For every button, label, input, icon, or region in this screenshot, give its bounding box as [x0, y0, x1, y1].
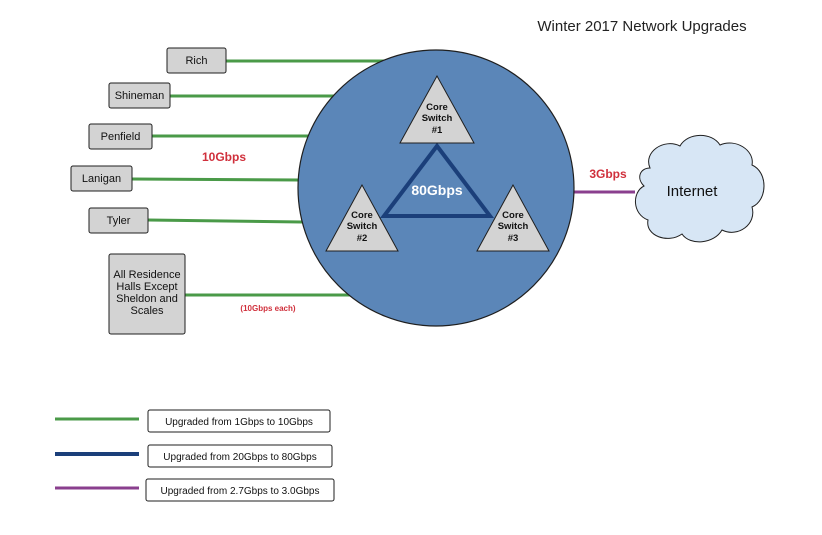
core-switch-1-line1: Core [426, 102, 448, 113]
building-node-rich: Rich [166, 47, 227, 74]
building-node-lanigan-box [70, 165, 133, 192]
legend-box-purple [145, 478, 335, 502]
legend-label-blue: Upgraded from 20Gbps to 80Gbps [163, 452, 316, 463]
residence-halls-box [108, 253, 186, 335]
link-lanigan [131, 177, 301, 182]
building-label-penfield: Penfield [101, 131, 141, 143]
core-switch-3: Core Switch #3 [476, 183, 550, 252]
core-switch-2-line1: Core [351, 210, 373, 221]
legend: Upgraded from 1Gbps to 10Gbps Upgraded f… [55, 409, 335, 502]
legend-item-green: Upgraded from 1Gbps to 10Gbps [55, 409, 331, 433]
building-node-tyler-box [88, 207, 149, 234]
residence-halls-line2: Halls Except [116, 281, 177, 293]
building-label-rich: Rich [185, 55, 207, 67]
core-switch-3-line3: #3 [508, 233, 519, 244]
legend-box-blue [147, 444, 333, 468]
internet-label: Internet [667, 183, 719, 200]
legend-label-purple: Upgraded from 2.7Gbps to 3.0Gbps [161, 486, 320, 497]
residence-halls-line4: Scales [130, 305, 164, 317]
cloud-shape [635, 134, 765, 243]
building-label-lanigan: Lanigan [82, 173, 121, 185]
internet-cloud: Internet [635, 134, 765, 243]
campus-speed-label: 10Gbps [202, 150, 246, 164]
core-switch-3-line1: Core [502, 210, 524, 221]
core-switch-2-line3: #2 [357, 233, 368, 244]
core-switch-1: Core Switch #1 [399, 74, 475, 144]
core-switch-1-line3: #1 [432, 125, 443, 136]
building-node-shineman: Shineman [108, 82, 171, 109]
core-switch-2-line2: Switch [347, 221, 378, 232]
core-switch-1-line2: Switch [422, 113, 453, 124]
building-node-tyler: Tyler [88, 207, 149, 234]
core-switch-2: Core Switch #2 [325, 183, 399, 252]
legend-item-blue: Upgraded from 20Gbps to 80Gbps [55, 444, 333, 468]
core-switch-3-line2: Switch [498, 221, 529, 232]
legend-box-green [147, 409, 331, 433]
building-node-rich-box [166, 47, 227, 74]
core-switch-2-shape [325, 183, 399, 252]
building-node-penfield-box [88, 123, 153, 150]
residence-halls-line1: All Residence [113, 269, 180, 281]
core-ring-speed-label: 80Gbps [411, 182, 463, 198]
building-label-tyler: Tyler [107, 215, 131, 227]
building-node-lanigan: Lanigan [70, 165, 133, 192]
internet-speed-label: 3Gbps [589, 167, 627, 181]
residence-halls-line3: Sheldon and [116, 293, 178, 305]
residence-halls-node: All Residence Halls Except Sheldon and S… [108, 253, 186, 335]
legend-item-purple: Upgraded from 2.7Gbps to 3.0Gbps [55, 478, 335, 502]
core-ring-triangle [379, 142, 495, 218]
building-node-penfield: Penfield [88, 123, 153, 150]
core-network-circle [297, 49, 575, 327]
diagram-title: Winter 2017 Network Upgrades [537, 18, 746, 35]
core-switch-3-shape [476, 183, 550, 252]
link-tyler [147, 218, 303, 224]
building-label-shineman: Shineman [115, 90, 165, 102]
legend-label-green: Upgraded from 1Gbps to 10Gbps [165, 417, 313, 428]
building-node-shineman-box [108, 82, 171, 109]
building-links [131, 59, 408, 297]
residence-speed-label: (10Gbps each) [240, 304, 295, 313]
core-switch-1-shape [399, 74, 475, 144]
